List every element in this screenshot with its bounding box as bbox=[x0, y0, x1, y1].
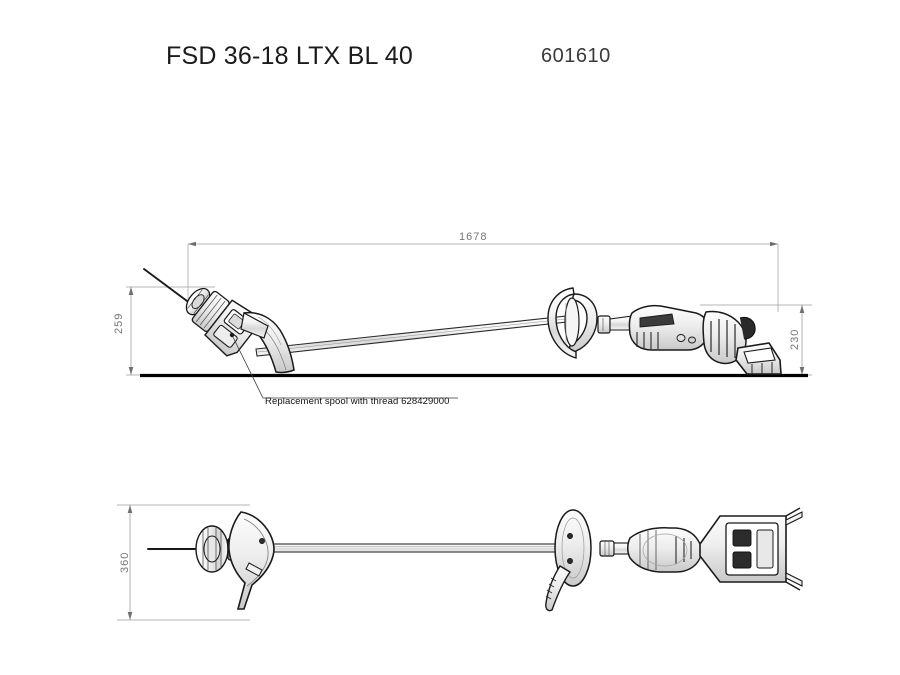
spool-housing-side bbox=[191, 290, 230, 333]
motor-housing-outline bbox=[628, 304, 710, 351]
loop-handle-plan-ring bbox=[554, 509, 592, 587]
coupler-tube bbox=[609, 315, 633, 331]
handle-screw-lower bbox=[567, 558, 573, 564]
motor-housing-plan bbox=[627, 527, 703, 573]
dimension-label-height-head: 259 bbox=[113, 312, 125, 334]
page-title: FSD 36-18 LTX BL 40 bbox=[166, 42, 413, 70]
loop-handle-clamp bbox=[564, 297, 580, 347]
shaft-coupler-plan bbox=[599, 540, 631, 557]
battery-face bbox=[743, 347, 776, 364]
loop-handle-side bbox=[547, 287, 598, 359]
battery-mount-plan bbox=[699, 507, 803, 591]
plan-view bbox=[117, 504, 803, 621]
battery-rails bbox=[785, 507, 801, 591]
dimension-label-overall-width: 360 bbox=[119, 551, 131, 573]
motor-grip-ribs bbox=[636, 332, 659, 349]
callout-label-replacement-spool: Replacement spool with thread 628429000 bbox=[265, 396, 450, 407]
motor-vent-panel bbox=[639, 313, 675, 328]
shaft-tube bbox=[255, 315, 568, 357]
trimmer-plan-view bbox=[147, 507, 803, 612]
loop-handle-plan bbox=[545, 509, 592, 612]
guard-blade-slot bbox=[245, 562, 263, 577]
trigger-lever bbox=[739, 316, 756, 340]
loop-handle-front bbox=[547, 287, 577, 359]
dimension-lines-plan bbox=[117, 504, 250, 621]
dimension-label-overall-length: 1678 bbox=[459, 231, 488, 243]
rear-grip-side bbox=[702, 310, 756, 365]
rear-grip-ribs bbox=[710, 319, 736, 358]
handle-screw-upper bbox=[567, 533, 573, 539]
guard-mount-collar bbox=[240, 312, 269, 339]
handle-grip-ribs-plan bbox=[545, 577, 557, 600]
trimmer-side-view bbox=[143, 268, 782, 375]
dimension-label-height-grip: 230 bbox=[789, 328, 801, 350]
guard-shield-plan bbox=[228, 511, 275, 610]
motor-housing-plan-outline bbox=[627, 527, 703, 573]
battery-pack-side bbox=[735, 342, 782, 375]
callout-leader-line bbox=[231, 334, 458, 399]
side-elevation-view bbox=[126, 241, 812, 399]
coupler-block bbox=[597, 315, 611, 334]
motor-housing-side bbox=[628, 304, 710, 351]
shaft-highlight bbox=[257, 318, 567, 353]
handle-grip-plan bbox=[545, 565, 572, 612]
guard-shield-plan-crease bbox=[243, 518, 269, 587]
article-number: 601610 bbox=[541, 45, 611, 67]
callout-anchor-dot bbox=[229, 332, 235, 338]
shaft-coupler-side bbox=[597, 315, 633, 334]
guard-screw-plan bbox=[259, 538, 265, 544]
shaft-assembly-side bbox=[255, 315, 568, 357]
coupler-block-plan bbox=[599, 540, 615, 557]
guard-shield-side bbox=[240, 311, 295, 374]
spool-ribs-plan bbox=[202, 528, 222, 570]
motor-button bbox=[676, 334, 686, 342]
guard-shield-plan-outline bbox=[228, 511, 275, 610]
shaft-assembly-plan bbox=[261, 543, 568, 553]
shaft-tube-plan bbox=[261, 543, 568, 553]
callout-replacement-spool bbox=[229, 332, 458, 399]
